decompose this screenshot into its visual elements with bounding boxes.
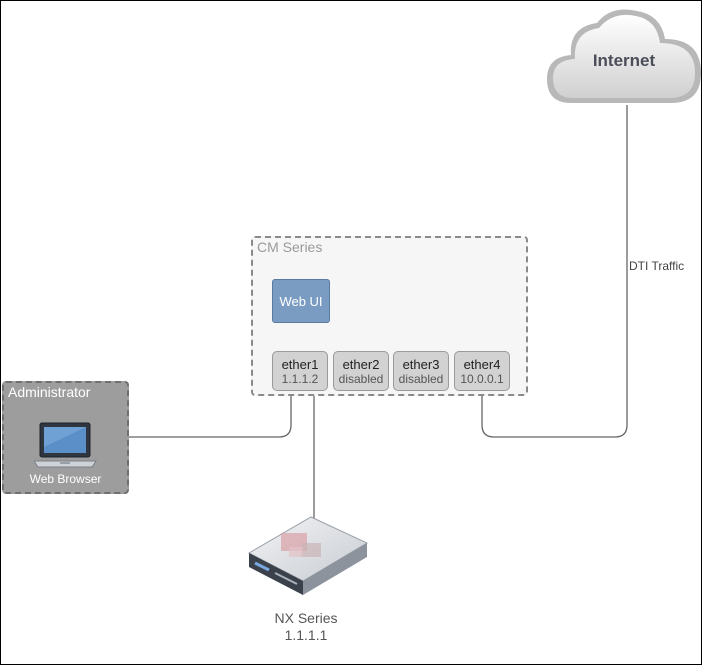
internet-label: Internet bbox=[592, 51, 656, 70]
port-ether2: ether2 disabled bbox=[333, 351, 389, 391]
internet-cloud: Internet bbox=[541, 3, 701, 109]
administrator-title: Administrator bbox=[8, 384, 91, 400]
administrator-group: Administrator Web Browser bbox=[2, 381, 129, 494]
link-ether1-admin bbox=[127, 393, 292, 438]
cloud-icon bbox=[547, 9, 701, 103]
cm-series-group: CM Series Web UI ether1 1.1.1.2 ether2 d… bbox=[251, 236, 528, 396]
nx-appliance-icon bbox=[247, 516, 369, 595]
port-value: disabled bbox=[398, 372, 444, 386]
port-value: 1.1.1.2 bbox=[281, 372, 319, 386]
web-browser-label: Web Browser bbox=[29, 472, 102, 486]
nx-series-label: NX Series 1.1.1.1 bbox=[241, 610, 371, 644]
dti-traffic-label: DTI Traffic bbox=[629, 259, 685, 273]
port-value: disabled bbox=[338, 372, 384, 386]
nx-series-ip: 1.1.1.1 bbox=[284, 627, 328, 643]
port-ether1: ether1 1.1.1.2 bbox=[272, 351, 328, 391]
nx-series-name: NX Series bbox=[274, 610, 338, 626]
port-name: ether3 bbox=[402, 357, 440, 372]
link-ether4-internet bbox=[481, 105, 628, 438]
web-ui-node: Web UI bbox=[272, 279, 330, 323]
laptop-icon bbox=[34, 422, 97, 468]
web-ui-label: Web UI bbox=[279, 293, 323, 309]
cm-series-title: CM Series bbox=[257, 239, 323, 255]
port-ether3: ether3 disabled bbox=[393, 351, 449, 391]
port-name: ether2 bbox=[342, 357, 380, 372]
port-name: ether4 bbox=[463, 357, 501, 372]
port-name: ether1 bbox=[281, 357, 319, 372]
port-value: 10.0.0.1 bbox=[460, 372, 504, 386]
port-ether4: ether4 10.0.0.1 bbox=[454, 351, 510, 391]
